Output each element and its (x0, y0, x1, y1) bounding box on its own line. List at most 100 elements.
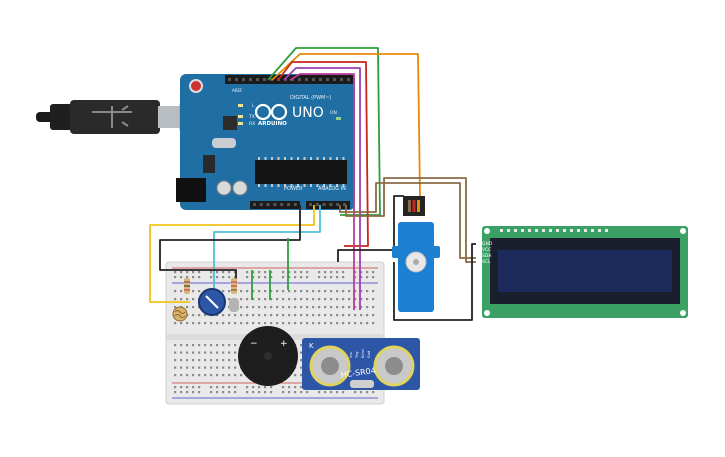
breadboard-hole (270, 298, 273, 301)
lcd-hole (563, 229, 566, 232)
lcd-pin-vcc: VCC (482, 247, 491, 253)
breadboard-hole (252, 290, 255, 293)
breadboard-hole (180, 351, 183, 354)
chip-pin (277, 184, 280, 187)
breadboard-hole (270, 314, 273, 317)
breadboard-hole (372, 322, 375, 325)
breadboard-hole (186, 374, 189, 377)
breadboard-hole (342, 306, 345, 309)
usb-symbol-icon (92, 105, 132, 128)
breadboard-hole (204, 322, 207, 325)
potentiometer-knob-icon (205, 295, 219, 309)
header-pin (305, 78, 308, 81)
aref-label: AREF (232, 88, 243, 93)
breadboard-hole (228, 322, 231, 325)
breadboard-hole (348, 314, 351, 317)
lcd-hole (598, 229, 601, 232)
breadboard-hole (228, 359, 231, 362)
usb-plug-metal (158, 106, 180, 128)
led-component-body (229, 298, 239, 312)
breadboard-hole (360, 271, 363, 274)
header-pin (340, 78, 343, 81)
breadboard-hole (348, 290, 351, 293)
header-pin (315, 203, 319, 206)
sensor-transducer-left-core (321, 357, 339, 375)
breadboard-hole (264, 314, 267, 317)
breadboard-hole (222, 391, 225, 394)
breadboard-hole (252, 306, 255, 309)
lcd-hole (514, 229, 517, 232)
breadboard-hole (360, 306, 363, 309)
breadboard-hole (300, 322, 303, 325)
atmega-pins (258, 157, 345, 187)
lcd-hole (605, 229, 608, 232)
breadboard-hole (330, 276, 333, 279)
chip-pin (258, 184, 260, 187)
breadboard-hole (198, 322, 201, 325)
sensor-transducer-right-core (385, 357, 403, 375)
breadboard-hole (372, 298, 375, 301)
chip-pin (271, 157, 273, 160)
header-pin (319, 78, 322, 81)
servo-pin-3 (417, 200, 420, 212)
breadboard-hole (234, 374, 237, 377)
chip-pin (284, 157, 286, 160)
sensor-pin-echo: Echo (361, 349, 365, 358)
breadboard-hole (198, 386, 201, 389)
led-tx (238, 115, 243, 118)
breadboard-hole (252, 391, 255, 394)
breadboard-hole (288, 391, 291, 394)
reset-button (189, 79, 203, 93)
header-pin (273, 203, 277, 206)
breadboard-hole (330, 298, 333, 301)
chip-pin (264, 184, 267, 187)
breadboard-hole (192, 391, 195, 394)
breadboard-hole (192, 276, 195, 279)
breadboard-hole (372, 271, 375, 274)
breadboard-hole (180, 344, 183, 347)
breadboard-hole (348, 322, 351, 325)
chip-pin (258, 157, 260, 160)
breadboard-hole (366, 271, 369, 274)
header-pin (280, 203, 284, 206)
chip-pin (336, 157, 338, 160)
breadboard-hole (318, 391, 321, 394)
breadboard-hole (354, 322, 357, 325)
lcd-hole (591, 229, 594, 232)
chip-pin (316, 184, 319, 187)
breadboard-hole (240, 298, 243, 301)
breadboard-hole (270, 290, 273, 293)
digital-header (225, 75, 353, 84)
breadboard-hole (228, 314, 231, 317)
breadboard-hole (306, 322, 309, 325)
breadboard-hole (192, 271, 195, 274)
breadboard-hole (270, 306, 273, 309)
crystal (212, 138, 236, 148)
breadboard-hole (210, 271, 213, 274)
breadboard-hole (330, 271, 333, 274)
breadboard-hole (306, 271, 309, 274)
breadboard-hole (234, 366, 237, 369)
breadboard-hole (252, 276, 255, 279)
breadboard-hole (288, 386, 291, 389)
led-on (336, 117, 341, 120)
breadboard-hole (186, 344, 189, 347)
chip-pin (290, 157, 293, 160)
chip-pin (342, 157, 345, 160)
ldr-trace-icon (174, 310, 186, 318)
breadboard-hole (264, 386, 267, 389)
breadboard-hole (198, 351, 201, 354)
breadboard-hole (174, 322, 177, 325)
breadboard-hole (366, 276, 369, 279)
lcd-pin-gnd: GND (482, 241, 493, 247)
breadboard-hole (306, 298, 309, 301)
breadboard-hole (300, 290, 303, 293)
breadboard-hole (174, 290, 177, 293)
breadboard-hole (270, 271, 273, 274)
led-tx-label: TX (248, 114, 255, 120)
breadboard-hole (180, 391, 183, 394)
breadboard-hole (234, 314, 237, 317)
sensor-pin-gnd: Gnd (367, 351, 371, 358)
